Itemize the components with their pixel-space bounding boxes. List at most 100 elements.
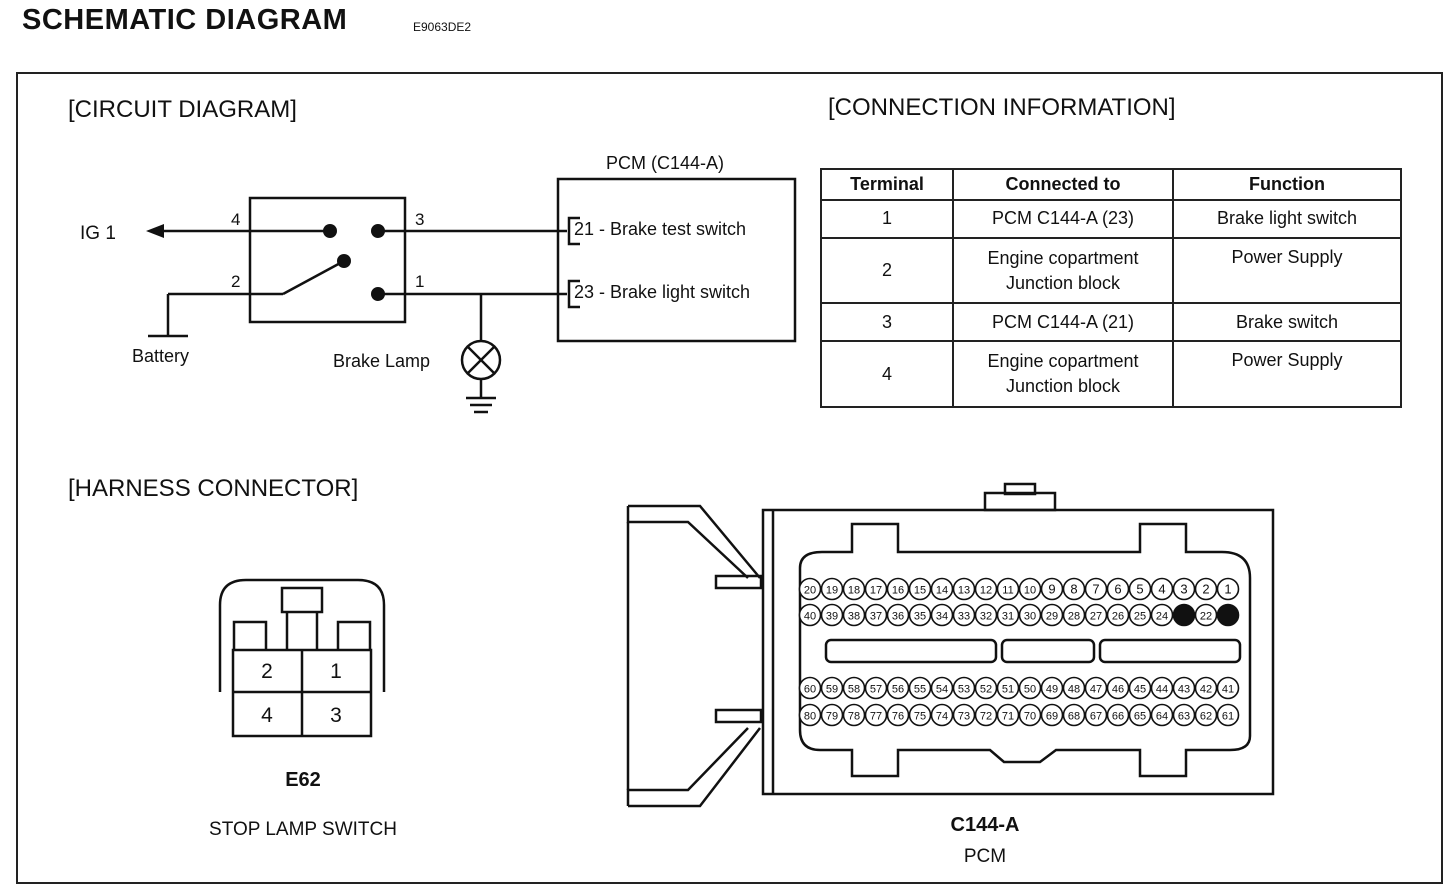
brake-lamp-label: Brake Lamp [333,351,430,371]
c144a-pin-18 [842,577,866,601]
c144a-pin-57 [864,676,888,700]
c144a-pin-63 [1172,703,1196,727]
c144a-pin-label: 27 [1090,611,1102,623]
switch-contacts [323,224,385,301]
e62-id: E62 [285,769,321,791]
e62-pin-4: 4 [261,704,273,727]
c144a-pin-33 [952,603,976,627]
c144a-pin-label: 43 [1178,684,1190,696]
c144a-pin-73 [952,703,976,727]
e62-housing [218,578,386,692]
c144a-pin-17 [864,577,888,601]
c144a-pin-68 [1062,703,1086,727]
battery-label: Battery [132,346,189,366]
c144a-pin-40 [798,603,822,627]
c144a-pin-35 [908,603,932,627]
circuit-diagram-heading: [CIRCUIT DIAGRAM] [68,96,297,123]
c144a-pin-13 [952,577,976,601]
c144a-pin-60 [798,676,822,700]
c144a-pin-34 [930,603,954,627]
c144a-pin-67 [1084,703,1108,727]
cell-function: Brake switch [1172,302,1402,343]
c144a-pin-37 [864,603,888,627]
c144a-pin-label: 54 [936,684,948,696]
c144a-pin-4 [1150,577,1174,601]
c144a-pin-label: 72 [980,711,992,723]
c144a-pin-3 [1172,577,1196,601]
c144a-pin-16 [886,577,910,601]
c144a-pin-11 [996,577,1020,601]
c144a-pin-label: 7 [1092,582,1099,597]
c144a-pin-label: 33 [958,611,970,623]
table-row: 2 Engine copartment Junction block Power… [820,236,1402,305]
pcm-pin-21-bracket [567,216,580,246]
c144a-pin-label: 16 [892,585,904,597]
cell-connected-to: PCM C144-A (23) [952,199,1174,239]
c144a-pin-label: 29 [1046,611,1058,623]
c144a-pin-62 [1194,703,1218,727]
ig1-arrow-icon [146,224,164,238]
e62-key [280,586,324,614]
c144a-pin-44 [1150,676,1174,700]
c144a-pin-label: 64 [1156,711,1168,723]
c144a-pin-49 [1040,676,1064,700]
c144a-pin-41 [1216,676,1240,700]
c144a-pin-label: 47 [1090,684,1102,696]
c144a-pin-80 [798,703,822,727]
cell-terminal: 3 [820,302,954,343]
c144a-pin-70 [1018,703,1042,727]
c144a-pin-54 [930,676,954,700]
c144a-pin-58 [842,676,866,700]
harness-connector-heading: [HARNESS CONNECTOR] [68,475,359,502]
switch-terminal-3: 3 [415,210,424,229]
c144a-pin-25 [1128,603,1152,627]
c144a-pin-29 [1040,603,1064,627]
c144a-pin-label: 2 [1202,582,1209,597]
c144a-pin-label: 49 [1046,684,1058,696]
cell-function: Power Supply [1172,340,1402,408]
c144a-pin-label: 13 [958,585,970,597]
c144a-pin-label: 68 [1068,711,1080,723]
c144a-pin-label: 46 [1112,684,1124,696]
c144a-connector [626,482,1275,808]
c144a-pin-76 [886,703,910,727]
table-row: 1 PCM C144-A (23) Brake light switch [820,199,1402,239]
c144a-pin-label: 67 [1090,711,1102,723]
c144a-pin-26 [1106,603,1130,627]
c144a-pin-label: 56 [892,684,904,696]
c144a-pin-label: 10 [1024,585,1036,597]
c144a-pin-15 [908,577,932,601]
c144a-pin-label: 62 [1200,711,1212,723]
c144a-pin-27 [1084,603,1108,627]
c144a-pin-66 [1106,703,1130,727]
c144a-pin-label: 5 [1136,582,1143,597]
c144a-pin-9 [1040,577,1064,601]
c144a-pin-label: 41 [1222,684,1234,696]
c144a-pin-label: 31 [1002,611,1014,623]
document-code: E9063DE2 [413,20,472,34]
brake-lamp-symbol [460,339,502,381]
ig1-label: IG 1 [80,223,116,244]
c144a-pin-label: 24 [1156,611,1168,623]
cell-terminal: 2 [820,236,954,305]
c144a-pin-label: 60 [804,684,816,696]
c144a-pin-label: 77 [870,711,882,723]
cell-terminal: 1 [820,199,954,239]
connection-table: Terminal Connected to Function 1 PCM C14… [820,168,1402,408]
c144a-pin-label: 78 [848,711,860,723]
c144a-pin-52 [974,676,998,700]
cell-connected-to: PCM C144-A (21) [952,302,1174,343]
c144a-pin-label: 34 [936,611,948,623]
c144a-pin-5 [1128,577,1152,601]
c144a-pin-39 [820,603,844,627]
page-title: SCHEMATIC DIAGRAM [22,4,348,36]
c144a-pin-label: 4 [1158,582,1165,597]
c144a-pin-label: 61 [1222,711,1234,723]
c144a-pin-42 [1194,676,1218,700]
c144a-pin-label: 39 [826,611,838,623]
connection-info-heading: [CONNECTION INFORMATION] [828,94,1176,121]
c144a-pin-label: 50 [1024,684,1036,696]
c144a-pin-label: 14 [936,585,948,597]
c144a-pin-label: 69 [1046,711,1058,723]
